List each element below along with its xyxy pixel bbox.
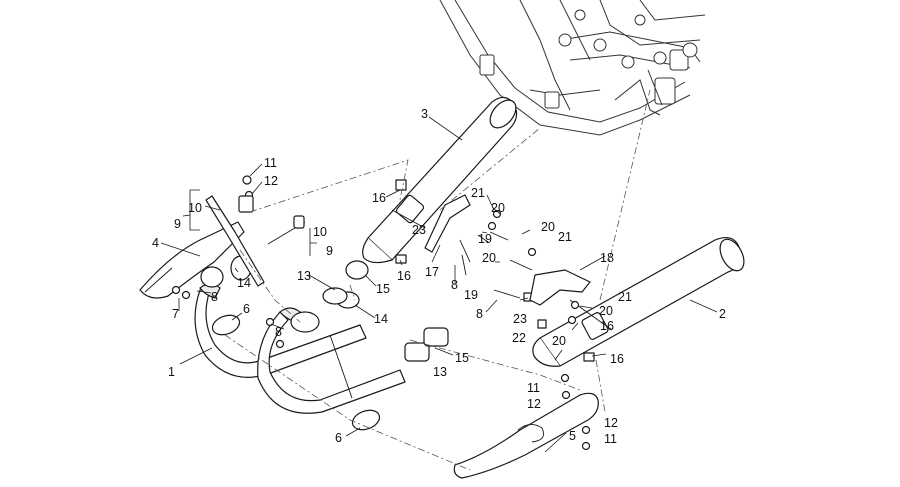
callout-12b: 12 (527, 397, 541, 411)
callout-16c: 16 (600, 319, 614, 333)
callout-7: 7 (172, 307, 179, 321)
callout-12c: 12 (604, 416, 618, 430)
callout-22: 22 (512, 331, 526, 345)
callout-11b: 11 (527, 381, 540, 395)
callout-labels: 1 2 3 4 5 6 6 7 8 8 8 8 9 9 10 10 11 11 … (152, 107, 726, 446)
callout-20d: 20 (599, 304, 613, 318)
callout-19b: 19 (464, 288, 478, 302)
motorcycle-frame (439, 0, 706, 136)
callout-4: 4 (152, 236, 159, 250)
exhaust-header-pipes (194, 283, 406, 414)
callout-15a: 15 (376, 282, 390, 296)
muffler-upper (362, 96, 518, 264)
callout-10a: 10 (188, 201, 202, 215)
callout-16d: 16 (610, 352, 624, 366)
callout-9b: 9 (326, 244, 333, 258)
callout-10b: 10 (313, 225, 327, 239)
callout-9a: 9 (174, 217, 181, 231)
callout-1: 1 (168, 365, 175, 379)
callout-19a: 19 (478, 232, 492, 246)
callout-3: 3 (421, 107, 428, 121)
callout-23b: 23 (513, 312, 527, 326)
callout-14b: 14 (374, 312, 388, 326)
callout-8a: 8 (211, 290, 218, 304)
callout-18: 18 (600, 251, 614, 265)
callout-11c: 11 (604, 432, 617, 446)
callout-2: 2 (719, 307, 726, 321)
clamps-and-gaskets (171, 175, 595, 451)
callout-23a: 23 (412, 223, 426, 237)
callout-20b: 20 (482, 251, 496, 265)
callout-21c: 21 (618, 290, 632, 304)
callout-8b: 8 (275, 325, 282, 339)
callout-16b: 16 (397, 269, 411, 283)
callout-20e: 20 (552, 334, 566, 348)
callout-8c: 8 (451, 278, 458, 292)
callout-21a: 21 (471, 186, 485, 200)
callout-20c: 20 (541, 220, 555, 234)
callout-20a: 20 (491, 201, 505, 215)
callout-15b: 15 (455, 351, 469, 365)
callout-13a: 13 (297, 269, 311, 283)
heat-shield-left (139, 221, 245, 299)
callout-leader-lines (160, 116, 718, 453)
callout-16a: 16 (372, 191, 386, 205)
callout-21b: 21 (558, 230, 572, 244)
callout-6a: 6 (243, 302, 250, 316)
assembly-dashed-lines (224, 89, 651, 471)
callout-12a: 12 (264, 174, 278, 188)
muffler-right (532, 237, 745, 367)
callout-13b: 13 (433, 365, 447, 379)
callout-14a: 14 (237, 276, 251, 290)
callout-17: 17 (425, 265, 439, 279)
callout-11a: 11 (264, 156, 277, 170)
callout-6b: 6 (335, 431, 342, 445)
heat-shield-lower (453, 392, 599, 479)
callout-5: 5 (569, 429, 576, 443)
callout-8d: 8 (476, 307, 483, 321)
